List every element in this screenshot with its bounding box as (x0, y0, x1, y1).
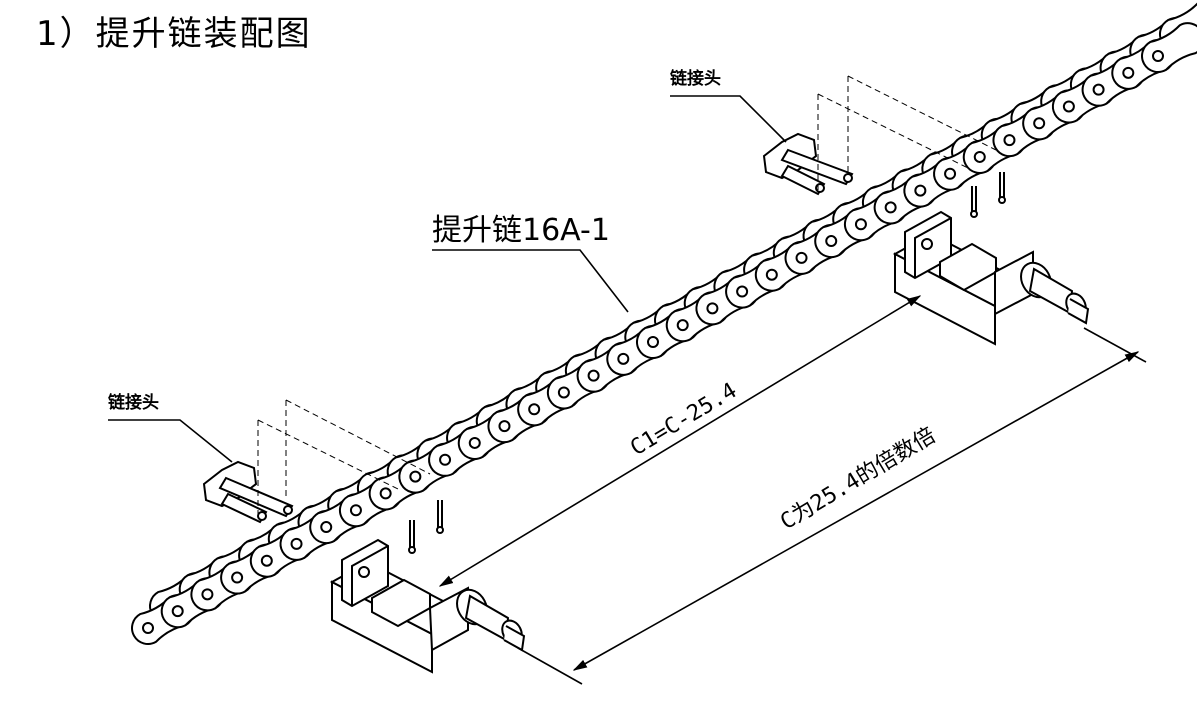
chain-pin (706, 302, 719, 315)
chain-pin (736, 285, 749, 298)
lifting-chain (131, 2, 1197, 645)
chain-pin (439, 453, 452, 466)
connector-label-top: 链接头 (670, 68, 721, 89)
chain-pin (349, 504, 362, 517)
chain-pin (260, 554, 273, 567)
chain-pin (1122, 66, 1135, 79)
chain-pin (231, 571, 244, 584)
chain-pin (320, 521, 333, 534)
chain-pin (1062, 100, 1075, 113)
dimension-lines (438, 295, 1147, 685)
chain-pin (676, 319, 689, 332)
chain-pin (825, 235, 838, 248)
drawing-title: 1）提升链装配图 (36, 14, 312, 54)
chain-pin (557, 386, 570, 399)
chain-pin (1033, 117, 1046, 130)
chain-pin (914, 184, 927, 197)
chain-pin (944, 167, 957, 180)
callout-leaders (108, 95, 787, 463)
chain-pin (201, 588, 214, 601)
chain-pin (379, 487, 392, 500)
chain-pin (617, 352, 630, 365)
chain-pin (587, 369, 600, 382)
lower-bracket-assembly (329, 538, 526, 674)
chain-pin (409, 470, 422, 483)
chain-pin (142, 622, 154, 634)
chain-pin (528, 403, 541, 416)
connector-link-top (762, 132, 854, 196)
chain-pin (468, 436, 481, 449)
dim-c1-label: C1=C-25.4 (626, 378, 741, 461)
chain-pin (884, 201, 897, 214)
upper-bracket-assembly (892, 210, 1090, 346)
projection-lines (257, 75, 997, 520)
chain-pin (498, 420, 511, 433)
chain-pin (795, 251, 808, 264)
chain-pin (854, 218, 867, 231)
chain-pin (647, 336, 659, 348)
chain-pin (1003, 134, 1016, 147)
chain-pin (1152, 50, 1164, 62)
dim-c-label: C为25.4的倍数倍 (776, 423, 940, 535)
chain-pin (973, 150, 986, 163)
connector-label-bottom: 链接头 (108, 392, 159, 413)
connector-link-bottom (202, 460, 294, 524)
chain-pin (290, 537, 303, 550)
chain-name-label: 提升链16A-1 (432, 213, 610, 248)
chain-pin (765, 268, 778, 281)
chain-pin (171, 605, 184, 618)
chain-pin (1092, 83, 1105, 96)
